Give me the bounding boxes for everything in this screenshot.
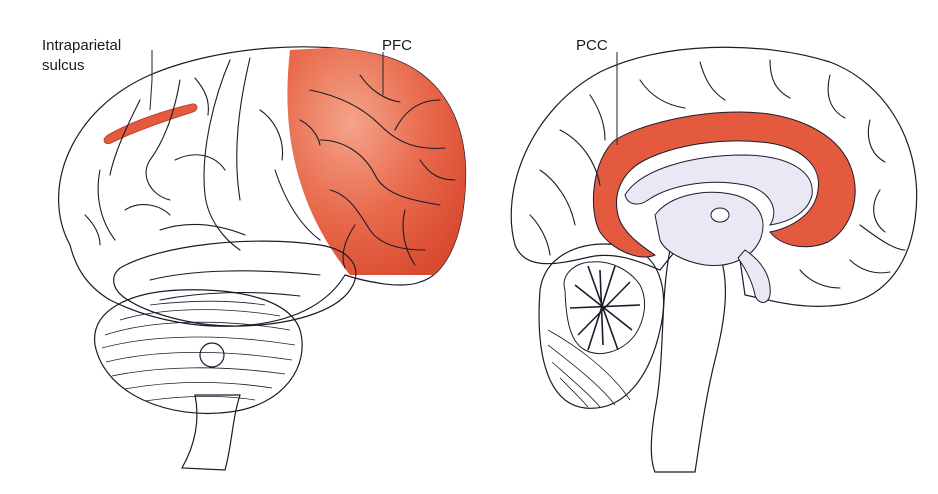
label-pcc: PCC <box>576 37 608 54</box>
lateral-brainstem <box>182 395 240 470</box>
intraparietal-leader <box>150 50 152 110</box>
pons-knob <box>200 343 224 367</box>
lateral-brain-view <box>59 40 470 470</box>
lateral-gyri <box>85 58 320 300</box>
medial-brainstem <box>651 250 725 472</box>
label-intraparietal-line2: sulcus <box>42 57 85 74</box>
medial-brain-view <box>511 47 916 472</box>
cerebellum-folia <box>102 301 295 401</box>
label-intraparietal-line1: Intraparietal <box>42 37 121 54</box>
interthalamic-adhesion <box>711 208 729 222</box>
label-pfc: PFC <box>382 37 412 54</box>
pfc-region <box>287 40 470 275</box>
